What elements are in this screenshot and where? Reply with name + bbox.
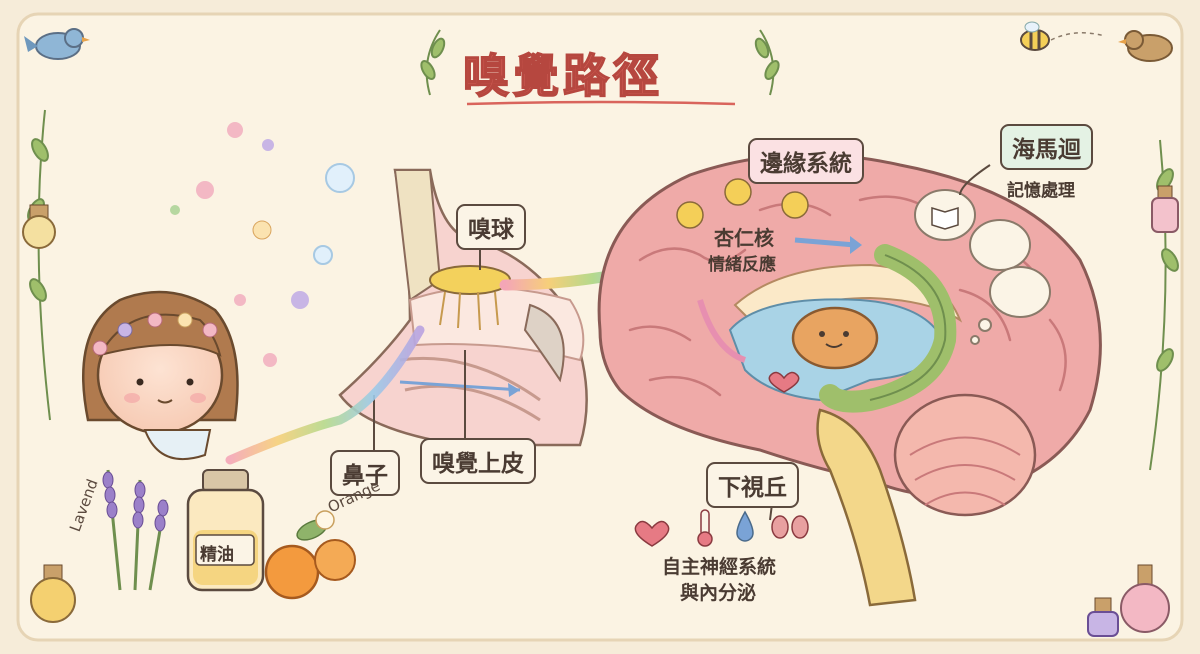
hippocampus-label: 海馬迴: [1000, 124, 1093, 170]
airflow-arrow: [399, 380, 521, 392]
amygdala-label: 杏仁核: [714, 226, 774, 250]
nasal-cavity-section: [338, 168, 588, 447]
orange-icon: [264, 510, 356, 600]
emotion-icons: [676, 178, 809, 229]
brainstem: [816, 408, 917, 607]
olfactory-epithelium-label: 嗅覺上皮: [420, 438, 536, 484]
water-drop-icon: [736, 510, 754, 542]
page-title: 嗅覺路徑: [462, 48, 663, 104]
cerebellum: [893, 393, 1037, 517]
flower-crown-icon: [92, 312, 218, 356]
endocrine-label: 與內分泌: [680, 582, 757, 604]
limbic-system-label: 邊緣系統: [748, 138, 864, 184]
nose-label: 鼻子: [330, 450, 400, 496]
emotional-response-label: 情緒反應: [708, 255, 776, 275]
bird-icon: [24, 28, 90, 60]
bird-icon: [1118, 30, 1173, 62]
olfactory-bulb: [429, 265, 511, 295]
leaf-icon: [27, 109, 1179, 471]
lavender-icon: [102, 469, 169, 591]
leaf-icon: [420, 29, 780, 96]
bee-icon: [1020, 21, 1106, 51]
hypothalamus-label: 下視丘: [706, 462, 799, 508]
scent-stream: [225, 325, 425, 465]
essential-oil-label: 精油: [200, 545, 234, 565]
potion-bottle-icon: [22, 185, 1179, 637]
book-icon: [931, 206, 959, 230]
kidney-icon: [771, 515, 789, 539]
heart-icon: [768, 371, 800, 393]
essential-oil-bottle: [186, 469, 265, 592]
title-underline: [466, 100, 736, 106]
olfactory-bulb-label: 嗅球: [456, 204, 526, 250]
heart-rate-icon: [634, 520, 670, 547]
autonomic-nervous-system-label: 自主神經系統: [662, 556, 777, 578]
memory-processing-label: 記憶處理: [1007, 181, 1075, 201]
amygdala: [791, 306, 879, 370]
girl-character: [82, 290, 239, 461]
autonomic-icons: [634, 509, 809, 547]
